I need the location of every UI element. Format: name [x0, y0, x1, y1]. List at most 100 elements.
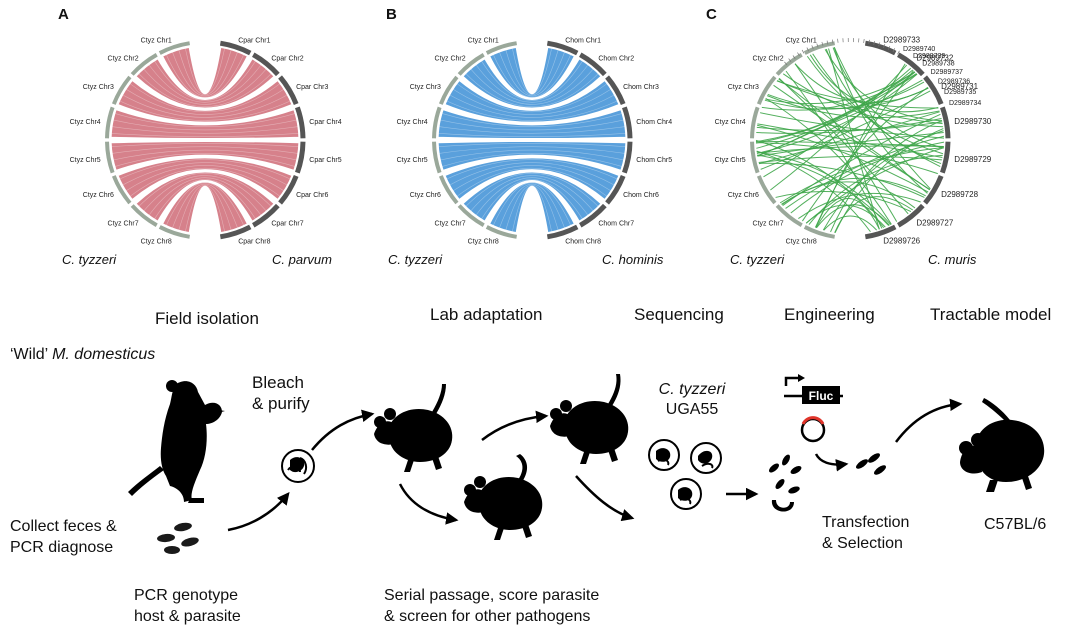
- chromosome-arc: [438, 175, 459, 205]
- panel-label-a: A: [58, 6, 69, 23]
- synteny-line: [481, 179, 583, 220]
- chromosome-label: Ctyz Chr6: [728, 192, 759, 199]
- chromosome-label: D2989730: [954, 117, 991, 126]
- chromosome-arc: [896, 203, 925, 228]
- workflow-arrows: [227, 398, 963, 532]
- synteny-ribbon: [117, 157, 293, 201]
- fluc-label: Fluc: [809, 389, 834, 403]
- synteny-line: [129, 167, 281, 197]
- chromosome-label: D2989729: [954, 155, 991, 164]
- synteny-line: [138, 73, 272, 108]
- synteny-line: [143, 68, 267, 105]
- synteny-line: [125, 88, 285, 115]
- species-a-right: C. parvum: [272, 252, 332, 267]
- synteny-line: [111, 143, 299, 148]
- synteny-link: [794, 63, 898, 222]
- synteny-link: [825, 48, 942, 165]
- chromosome-arc: [295, 141, 306, 174]
- synteny-line: [449, 162, 615, 186]
- chromosome-arc: [278, 75, 299, 106]
- synteny-line: [172, 184, 238, 229]
- synteny-line: [452, 88, 612, 115]
- oocyst-group: [648, 439, 722, 510]
- synteny-link: [785, 135, 945, 209]
- synteny-line: [154, 179, 256, 220]
- transfection-label: Transfection & Selection: [822, 514, 910, 552]
- chromosome-arc: [432, 141, 442, 174]
- chromosome-label: Chom Chr7: [598, 221, 634, 228]
- chromosome-arc: [622, 141, 633, 174]
- synteny-ribbon: [462, 171, 602, 223]
- synteny-link: [773, 84, 931, 191]
- synteny-line: [475, 64, 589, 103]
- synteny-link: [757, 123, 943, 158]
- chromosome-label: Chom Chr3: [623, 84, 659, 91]
- species-b-left: C. tyzzeri: [388, 252, 443, 267]
- synteny-ribbon: [110, 108, 300, 140]
- contig-tick: [806, 47, 809, 52]
- synteny-link: [779, 147, 944, 204]
- chromosome-label: Ctyz Chr6: [83, 192, 114, 199]
- synteny-link: [757, 132, 944, 157]
- contig-tick: [863, 38, 865, 44]
- contig-tick: [797, 52, 800, 57]
- synteny-link: [757, 71, 915, 157]
- chromosome-arc: [432, 106, 442, 139]
- chromosome-label: D2989737: [931, 69, 963, 76]
- contig-tick: [826, 40, 829, 45]
- chromosome-label: Cpar Chr4: [309, 119, 341, 126]
- synteny-line: [122, 94, 288, 118]
- contig-tick: [831, 39, 834, 44]
- synteny-link: [824, 49, 943, 122]
- synteny-ribbon: [161, 181, 249, 234]
- chromosome-label: Cpar Chr3: [296, 84, 328, 91]
- synteny-line: [119, 159, 291, 180]
- chromosome-arc: [775, 204, 803, 228]
- synteny-line: [148, 177, 262, 216]
- chromosome-label: D2989731: [941, 82, 978, 91]
- chromosome-label: Ctyz Chr7: [435, 221, 466, 228]
- synteny-line: [465, 172, 599, 207]
- synteny-line: [438, 143, 626, 148]
- synteny-line: [138, 172, 272, 207]
- chromosome-label: Ctyz Chr5: [715, 157, 746, 164]
- contig-tick: [868, 39, 870, 44]
- chromosome-arc: [457, 204, 485, 228]
- synteny-link: [759, 112, 945, 139]
- synteny-link: [757, 124, 929, 193]
- synteny-link: [757, 154, 890, 226]
- contig-tick: [788, 58, 792, 62]
- contig-tick: [887, 45, 891, 50]
- chromosome-arc: [158, 225, 191, 239]
- chromosome-arc: [111, 175, 132, 205]
- synteny-line: [446, 159, 618, 180]
- synteny-line: [452, 165, 612, 192]
- chromosome-arc: [295, 106, 306, 139]
- chromosome-arc: [940, 141, 951, 174]
- synteny-line: [465, 73, 599, 108]
- contig-tick: [811, 45, 814, 50]
- stage-engineering: Engineering: [784, 305, 875, 324]
- synteny-link: [823, 215, 878, 231]
- chromosome-arc: [111, 75, 132, 105]
- collect-feces-label: Collect feces & PCR diagnose: [10, 518, 117, 556]
- chromosome-arc: [130, 52, 158, 76]
- synteny-line: [129, 83, 281, 113]
- chromosome-arc: [485, 41, 518, 55]
- chromosome-arc: [803, 41, 836, 55]
- chromosome-label: Ctyz Chr5: [70, 157, 101, 164]
- synteny-line: [456, 167, 608, 197]
- chromosome-label: Ctyz Chr2: [108, 55, 139, 62]
- synteny-line: [441, 152, 623, 167]
- chromosome-label: D2989727: [916, 219, 953, 228]
- chromosome-label: Chom Chr4: [636, 119, 672, 126]
- synteny-line: [122, 162, 288, 186]
- wild-mouse-silhouette: [128, 380, 225, 503]
- chromosome-arc: [251, 203, 280, 228]
- synteny-line: [440, 119, 624, 131]
- chromosome-arc: [158, 41, 191, 55]
- synteny-line: [440, 149, 624, 161]
- chromosome-arc: [219, 40, 252, 56]
- synteny-line: [114, 113, 296, 128]
